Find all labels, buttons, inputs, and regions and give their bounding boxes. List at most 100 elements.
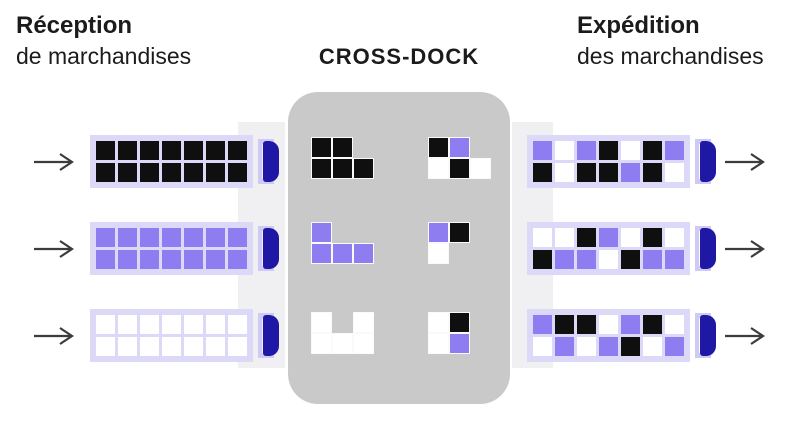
cargo-box-black: [206, 141, 225, 160]
cargo-box-white: [643, 337, 662, 356]
cargo-box-white: [599, 315, 618, 334]
cargo-box-white: [555, 141, 574, 160]
truck-trailer: [90, 309, 253, 362]
cargo-box-white: [228, 337, 247, 356]
cargo-box-purple: [118, 250, 137, 269]
cargo-box-purple: [162, 228, 181, 247]
cargo-box-black: [96, 163, 115, 182]
pallet-purple: [450, 138, 469, 157]
cargo-box-purple: [206, 250, 225, 269]
cargo-box-purple: [96, 250, 115, 269]
cargo-box-black: [162, 163, 181, 182]
cargo-box-black: [533, 163, 552, 182]
truck-trailer: [90, 135, 253, 188]
cargo-box-white: [533, 228, 552, 247]
crossdock-cluster-top-left: [312, 138, 373, 178]
empty-slot: [471, 313, 490, 332]
cargo-box-black: [577, 228, 596, 247]
cargo-box-black: [599, 163, 618, 182]
truck-cab-body: [700, 141, 716, 182]
empty-slot: [471, 244, 490, 263]
inbound-truck-black: [33, 135, 279, 189]
cargo-box-black: [228, 141, 247, 160]
right-arrow-icon: [724, 152, 768, 172]
cargo-grid: [96, 315, 247, 356]
pallet-black: [333, 159, 352, 178]
cargo-box-black: [162, 141, 181, 160]
cargo-box-purple: [665, 141, 684, 160]
cargo-box-white: [184, 315, 203, 334]
cargo-box-black: [643, 163, 662, 182]
cargo-box-purple: [599, 337, 618, 356]
cargo-grid: [96, 228, 247, 269]
cargo-box-white: [228, 315, 247, 334]
outbound-truck-mixed-1: [527, 135, 773, 189]
truck-trailer: [90, 222, 253, 275]
cargo-box-black: [599, 141, 618, 160]
cargo-box-purple: [555, 250, 574, 269]
inbound-truck-white: [33, 309, 279, 363]
pallet-black: [450, 223, 469, 242]
cargo-box-purple: [533, 315, 552, 334]
pallet-black: [450, 313, 469, 332]
crossdock-building: [288, 92, 510, 404]
cargo-box-purple: [599, 228, 618, 247]
cargo-box-black: [206, 163, 225, 182]
cargo-box-black: [118, 163, 137, 182]
cargo-box-purple: [621, 315, 640, 334]
expedition-header: Expédition des marchandises: [577, 10, 764, 72]
outbound-truck-mixed-3: [527, 309, 773, 363]
cargo-box-white: [533, 337, 552, 356]
cargo-box-white: [206, 337, 225, 356]
reception-title: Réception: [16, 12, 133, 39]
cargo-box-black: [621, 337, 640, 356]
expedition-title: Expédition: [577, 12, 700, 39]
cargo-box-purple: [228, 250, 247, 269]
cargo-box-white: [118, 337, 137, 356]
cargo-box-purple: [555, 337, 574, 356]
pallet-black: [450, 159, 469, 178]
truck-cab-body: [263, 228, 279, 269]
cargo-box-purple: [643, 250, 662, 269]
pallet-black: [354, 159, 373, 178]
cargo-box-black: [577, 315, 596, 334]
pallet-purple: [450, 334, 469, 353]
truck-cab: [695, 313, 720, 358]
inbound-truck-purple: [33, 222, 279, 276]
cargo-box-black: [140, 163, 159, 182]
cargo-box-white: [96, 337, 115, 356]
truck-cab: [258, 139, 283, 184]
cargo-box-purple: [140, 228, 159, 247]
cargo-box-white: [555, 228, 574, 247]
pallet-white: [429, 159, 448, 178]
empty-slot: [450, 244, 469, 263]
crossdock-cluster-bottom-right: [429, 313, 490, 353]
cargo-box-white: [162, 337, 181, 356]
empty-slot: [471, 334, 490, 353]
reception-subtitle: de marchandises: [16, 43, 192, 69]
cargo-box-white: [665, 228, 684, 247]
cargo-box-purple: [140, 250, 159, 269]
cargo-grid: [533, 141, 684, 182]
cargo-box-purple: [184, 228, 203, 247]
cargo-box-purple: [577, 141, 596, 160]
empty-slot: [471, 138, 490, 157]
cargo-box-black: [533, 250, 552, 269]
cargo-box-black: [118, 141, 137, 160]
pallet-white: [333, 334, 352, 353]
cargo-box-white: [162, 315, 181, 334]
pallet-purple: [312, 223, 331, 242]
cargo-box-white: [665, 315, 684, 334]
truck-cab: [258, 226, 283, 271]
cargo-box-purple: [96, 228, 115, 247]
cargo-box-purple: [665, 337, 684, 356]
cargo-box-black: [96, 141, 115, 160]
cargo-box-white: [118, 315, 137, 334]
cargo-grid: [533, 315, 684, 356]
right-arrow-icon: [724, 239, 768, 259]
right-arrow-icon: [33, 326, 77, 346]
cargo-box-black: [621, 250, 640, 269]
cargo-box-black: [643, 141, 662, 160]
cargo-box-white: [206, 315, 225, 334]
